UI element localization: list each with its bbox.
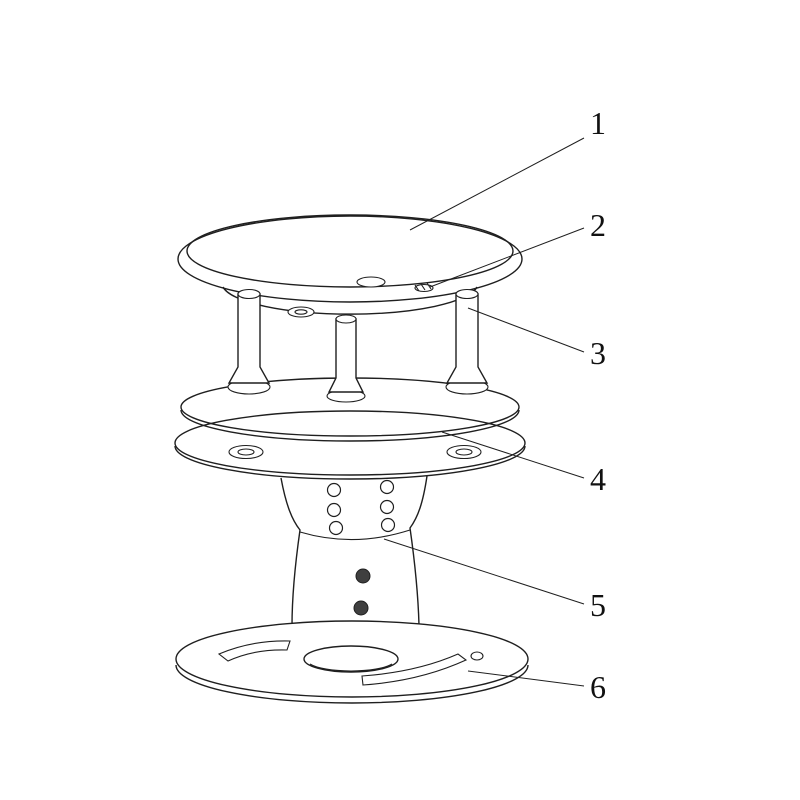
mounting-flange xyxy=(175,620,529,704)
callout-label-4: 4 xyxy=(590,461,606,497)
support-posts xyxy=(227,288,489,403)
callout-line-1 xyxy=(409,137,585,231)
flange-slot-right xyxy=(361,653,468,686)
callout-line-3 xyxy=(467,307,585,353)
flange-center-hole xyxy=(303,645,399,673)
plate-screw-boss-right xyxy=(446,444,482,460)
sensor-port-hole xyxy=(414,282,434,293)
flange-slot-left xyxy=(217,640,291,662)
callout-labels: 1 2 3 4 5 6 xyxy=(590,105,606,705)
sensor-body xyxy=(280,475,428,627)
callout-label-1: 1 xyxy=(590,105,606,141)
underplate-hole xyxy=(287,306,315,318)
callout-leaders xyxy=(383,137,585,687)
support-post-middle xyxy=(326,314,366,403)
support-post-left xyxy=(227,288,271,395)
flange-small-hole xyxy=(470,651,484,661)
callout-label-2: 2 xyxy=(590,207,606,243)
callout-line-2 xyxy=(429,227,585,288)
callout-label-5: 5 xyxy=(590,587,606,623)
callout-line-6 xyxy=(467,670,585,687)
underplate-slot xyxy=(356,276,386,288)
radiation-shield-plates xyxy=(174,377,526,480)
callout-line-4 xyxy=(441,431,585,479)
body-lower-holes xyxy=(353,568,371,616)
callout-line-5 xyxy=(383,538,585,605)
callout-label-6: 6 xyxy=(590,669,606,705)
plate-screw-boss-left xyxy=(228,444,264,460)
support-post-right xyxy=(445,288,489,395)
callout-label-3: 3 xyxy=(590,335,606,371)
body-vent-holes xyxy=(326,479,396,536)
